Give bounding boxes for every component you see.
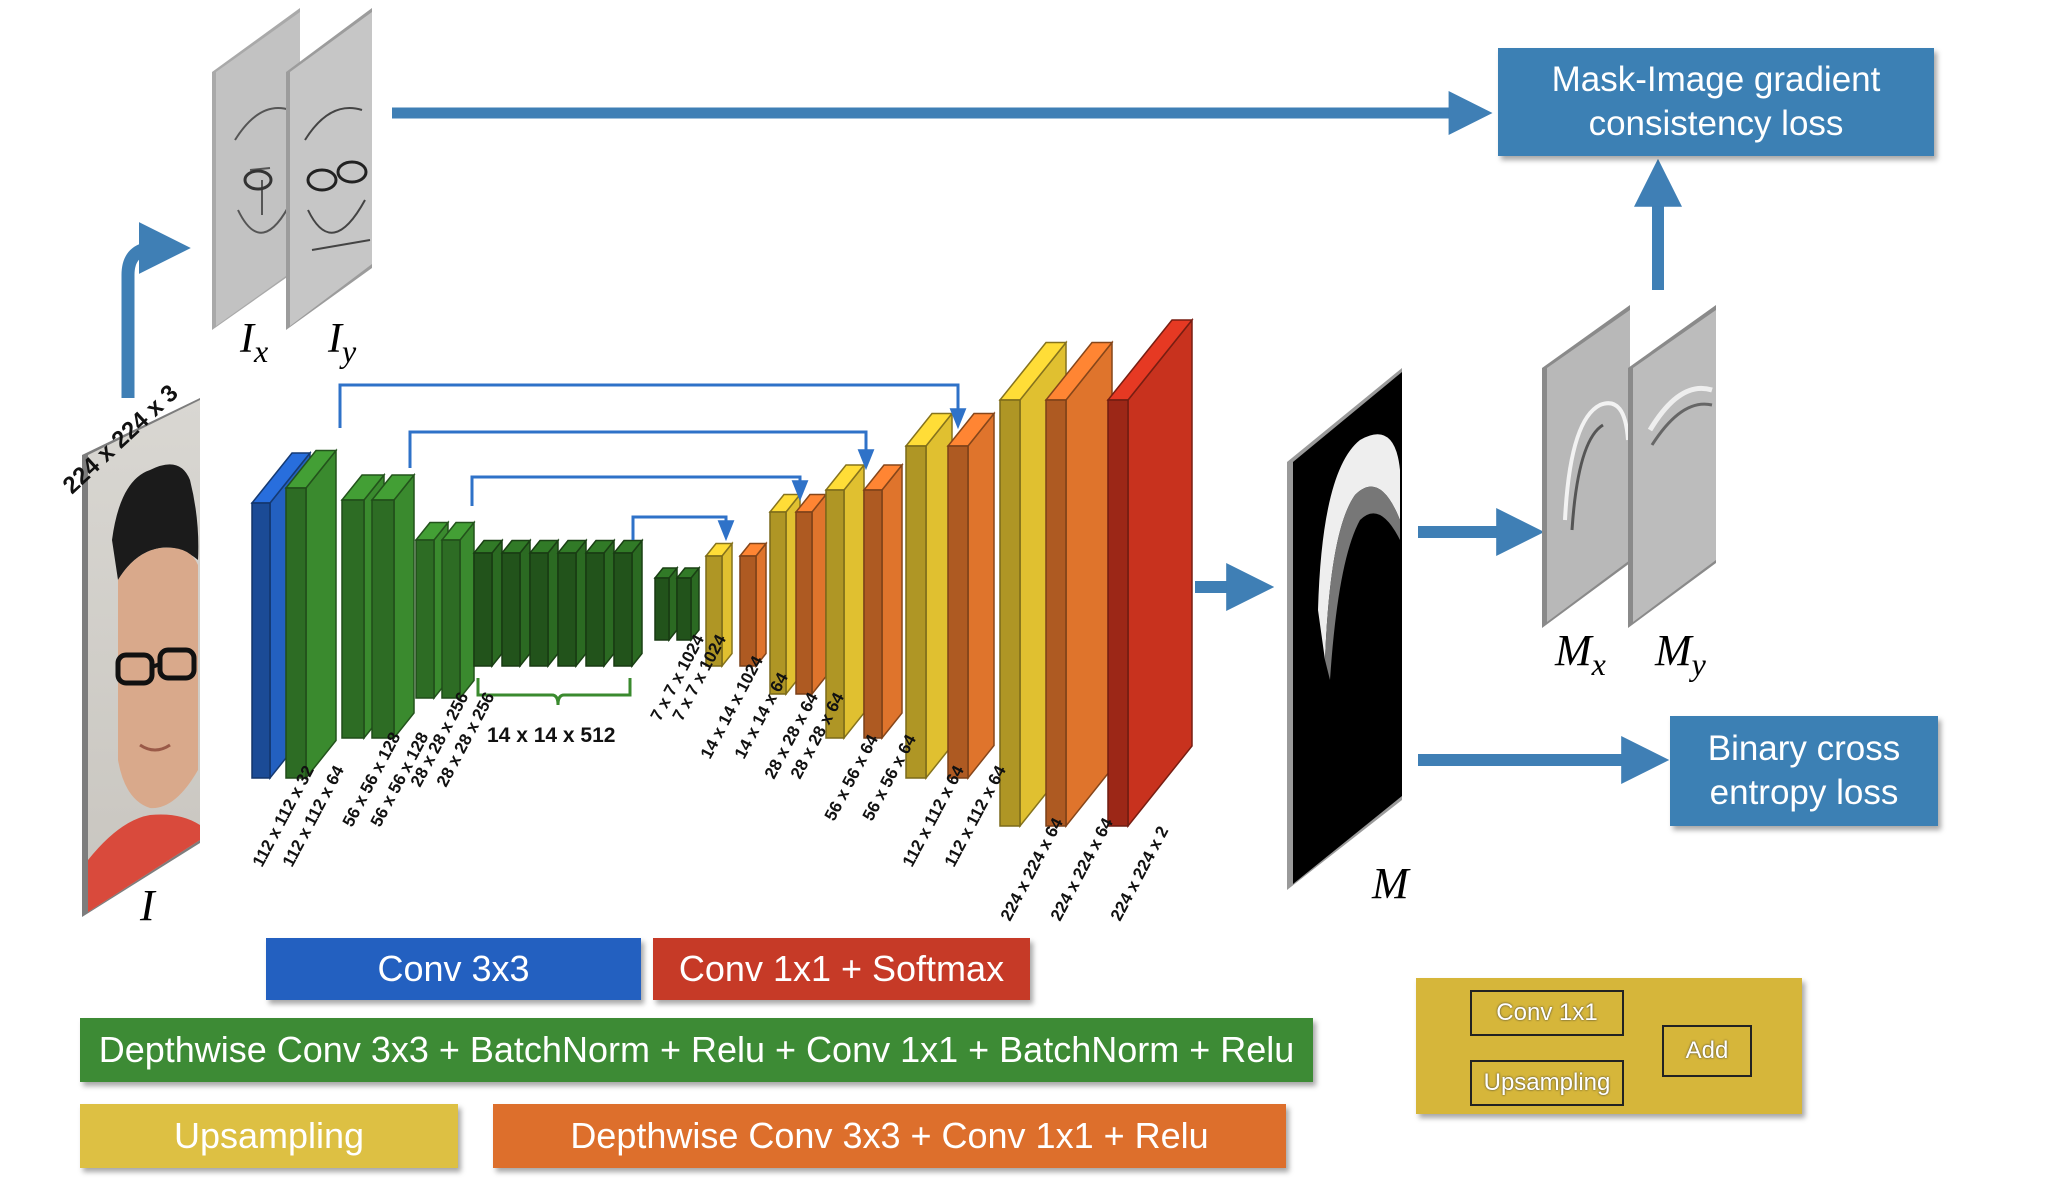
- my-image: [1628, 305, 1716, 628]
- middle-brace: [476, 678, 632, 706]
- inset-add-box: Add: [1662, 1025, 1752, 1077]
- block-mid-4: [556, 538, 588, 669]
- ix-image: [212, 8, 300, 330]
- skip-connection-4: [631, 515, 735, 542]
- iy-label: Iy: [327, 316, 357, 369]
- mask-foreground-shape: [1318, 434, 1400, 660]
- inset-panel: [1416, 978, 1802, 1114]
- ix-label: Ix: [239, 316, 268, 369]
- inset-upsampling-box: Upsampling: [1470, 1060, 1624, 1106]
- input-symbol: I: [139, 881, 157, 930]
- legend-depthwise-bn: Depthwise Conv 3x3 + BatchNorm + Relu + …: [80, 1018, 1313, 1082]
- block-up-5: [824, 462, 866, 741]
- hair-shape: [112, 464, 199, 580]
- block-mid-6: [612, 538, 644, 669]
- input-to-gradient-arrow: [121, 222, 191, 398]
- block-mid-1: [472, 538, 504, 669]
- face-shape: [118, 547, 198, 809]
- mid-dim-label: 14 x 14 x 512: [487, 724, 615, 747]
- legend-upsampling: Upsampling: [80, 1104, 458, 1168]
- gradient-consistency-loss-box: Mask-Image gradient consistency loss: [1498, 48, 1934, 156]
- skip-connection-2: [408, 430, 875, 471]
- block-deep-1: [653, 565, 679, 643]
- block-up-2: [738, 541, 768, 669]
- block-up-7: [904, 411, 954, 781]
- bce-loss-line1: Binary cross: [1707, 729, 1901, 768]
- skip-connections: [338, 383, 967, 542]
- bce-loss-line2: entropy loss: [1709, 773, 1899, 812]
- block-mid-5: [584, 538, 616, 669]
- gradient-loss-line2: consistency loss: [1588, 104, 1844, 143]
- dim-label-u11: 224 x 224 x 2: [1107, 823, 1173, 924]
- legend-conv1-softmax: Conv 1x1 + Softmax: [653, 938, 1030, 1000]
- my-label: My: [1654, 626, 1707, 682]
- network-blocks: [250, 317, 1194, 829]
- block-down-1: [284, 448, 338, 781]
- skip-connection-3: [470, 475, 809, 506]
- skip-connection-1: [338, 383, 967, 430]
- block-up-4: [794, 492, 828, 697]
- block-deep-2: [675, 565, 701, 643]
- mask-symbol: M: [1371, 859, 1411, 908]
- input-image: [82, 398, 200, 917]
- legend-conv3: Conv 3x3: [266, 938, 641, 1000]
- mx-image: [1542, 305, 1630, 628]
- iy-image: [286, 8, 372, 330]
- block-mid-3: [528, 538, 560, 669]
- block-up-6: [862, 462, 904, 741]
- block-mid-2: [500, 538, 532, 669]
- legend-depthwise-relu: Depthwise Conv 3x3 + Conv 1x1 + Relu: [493, 1104, 1286, 1168]
- block-out: [1106, 317, 1194, 829]
- block-down-3: [370, 472, 416, 741]
- mask-image: [1287, 368, 1402, 890]
- gradient-loss-line1: Mask-Image gradient: [1551, 60, 1881, 99]
- mx-label: Mx: [1554, 626, 1606, 682]
- inset-conv-box: Conv 1x1: [1470, 990, 1624, 1036]
- block-up-8: [946, 411, 996, 781]
- block-up-10: [1044, 340, 1114, 829]
- shirt-shape: [88, 814, 200, 912]
- block-up-1: [704, 541, 734, 669]
- block-down-5: [440, 520, 476, 701]
- glasses-left: [115, 652, 155, 686]
- bce-loss-box: Binary cross entropy loss: [1670, 716, 1938, 826]
